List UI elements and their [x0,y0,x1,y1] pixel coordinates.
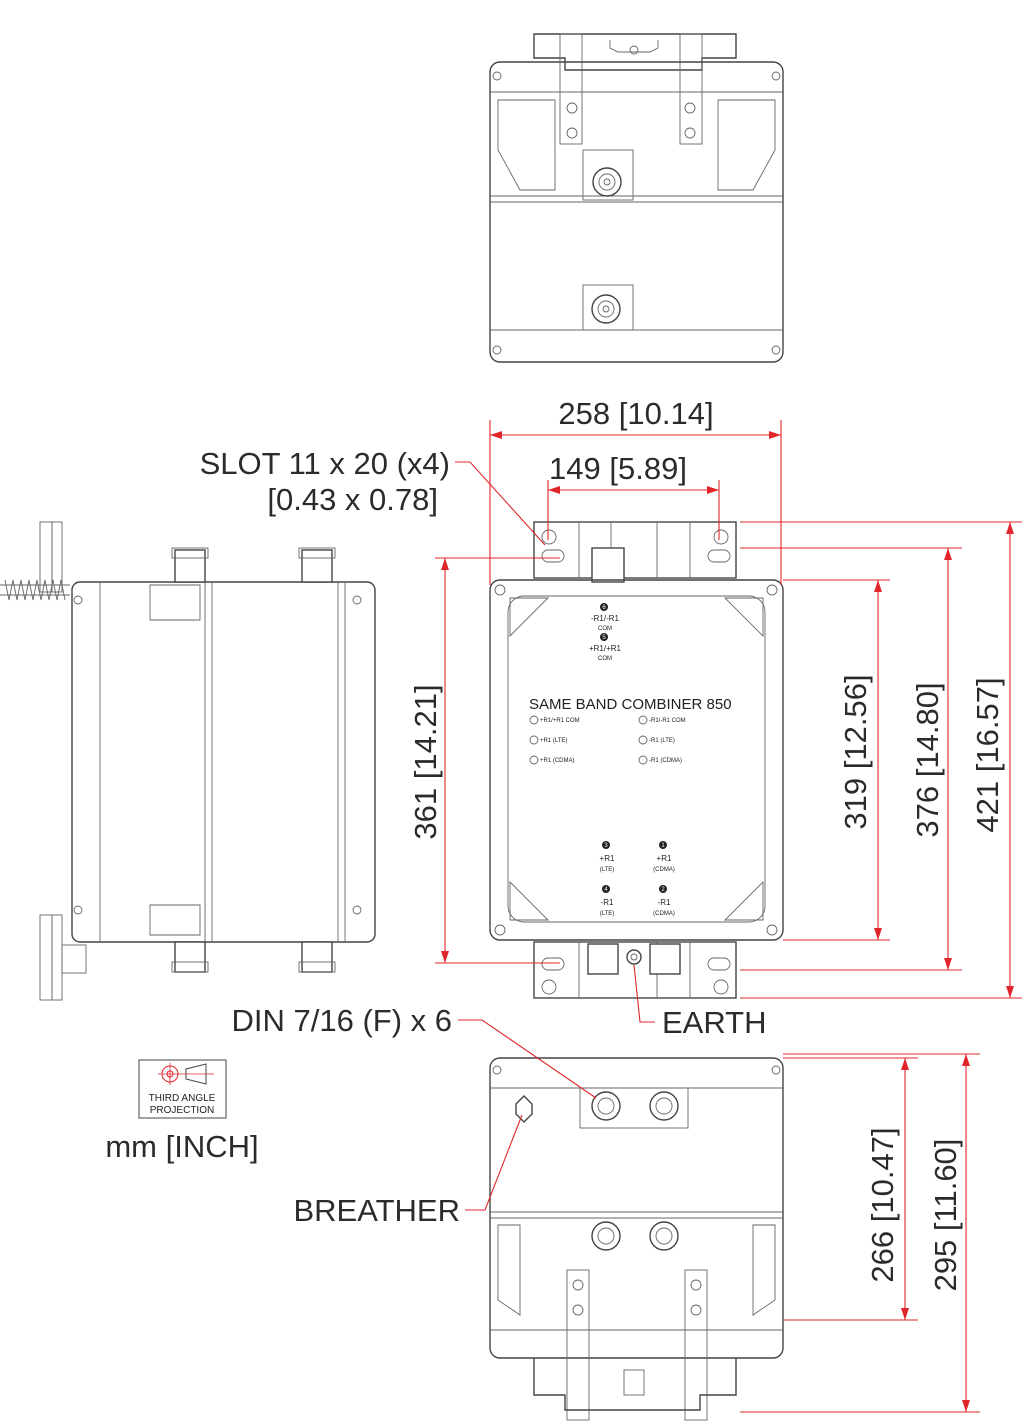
led-right-3-label: -R1 (CDMA) [649,758,682,764]
dim-slot-spacing: 149 [5.89] [549,451,687,486]
port-3-label: +R1 [600,854,615,863]
breather-callout: BREATHER [293,1193,460,1228]
led-left-1-label: +R1/+R1 COM [540,718,580,724]
port-1-label: +R1 [657,854,672,863]
port-2-label: -R1 [658,898,671,907]
dimension-lines [435,420,1022,1413]
top-view [489,33,784,363]
units-label: mm [INCH] [105,1129,258,1164]
slot-callout-inch: [0.43 x 0.78] [267,482,438,517]
port-2-sublabel: (CDMA) [653,911,675,917]
led-right-2-label: -R1 (LTE) [649,738,675,744]
port-1-number: 1 [661,843,665,849]
port-3-number: 3 [604,843,608,849]
dim-height-376: 376 [14.80] [910,682,945,837]
dim-height-enclosure: 319 [12.56] [838,674,873,829]
led-left-3 [529,755,539,765]
port-6-label: -R1/-R1 [591,614,620,623]
dim-height-body: 361 [14.21] [408,684,443,839]
dim-height-overall: 421 [16.57] [970,677,1005,832]
port-5-marker [600,633,608,641]
port-1-marker [659,841,667,849]
port-5-number: 5 [602,635,606,641]
led-right-1 [638,715,648,725]
port-6-number: 6 [602,605,606,611]
led-left-2 [529,735,539,745]
side-view [0,521,376,1001]
projection-symbol: THIRD ANGLE PROJECTION [138,1059,227,1119]
din-callout: DIN 7/16 (F) x 6 [232,1003,453,1038]
port-4-sublabel: (LTE) [600,911,615,917]
led-left-1 [529,715,539,725]
port-6-sublabel: COM [598,626,612,632]
projection-line1: THIRD ANGLE [149,1093,216,1104]
front-view: 6 -R1/-R1 COM 5 +R1/+R1 COM SAME BAND CO… [489,521,784,999]
product-name: SAME BAND COMBINER 850 [529,696,732,713]
port-5-sublabel: COM [598,656,612,662]
port-3-sublabel: (LTE) [600,867,615,873]
port-1-sublabel: (CDMA) [653,867,675,873]
led-right-2 [638,735,648,745]
led-left-3-label: +R1 (CDMA) [540,758,575,764]
led-right-1-label: -R1/-R1 COM [649,718,686,724]
port-2-number: 2 [661,887,665,893]
port-4-number: 4 [604,887,608,893]
port-2-marker [659,885,667,893]
projection-line2: PROJECTION [150,1105,214,1116]
earth-callout: EARTH [662,1005,767,1040]
bottom-view [489,1057,784,1421]
port-4-label: -R1 [601,898,614,907]
dim-depth-266: 266 [10.47] [865,1127,900,1282]
slot-callout: SLOT 11 x 20 (x4) [200,446,450,481]
dim-depth-295: 295 [11.60] [928,1139,963,1292]
port-6-marker [600,603,608,611]
led-left-2-label: +R1 (LTE) [540,738,567,744]
breather-icon [515,1095,533,1123]
port-3-marker [602,841,610,849]
dim-width-overall: 258 [10.14] [558,396,713,431]
port-5-label: +R1/+R1 [589,644,622,653]
port-4-marker [602,885,610,893]
led-right-3 [638,755,648,765]
